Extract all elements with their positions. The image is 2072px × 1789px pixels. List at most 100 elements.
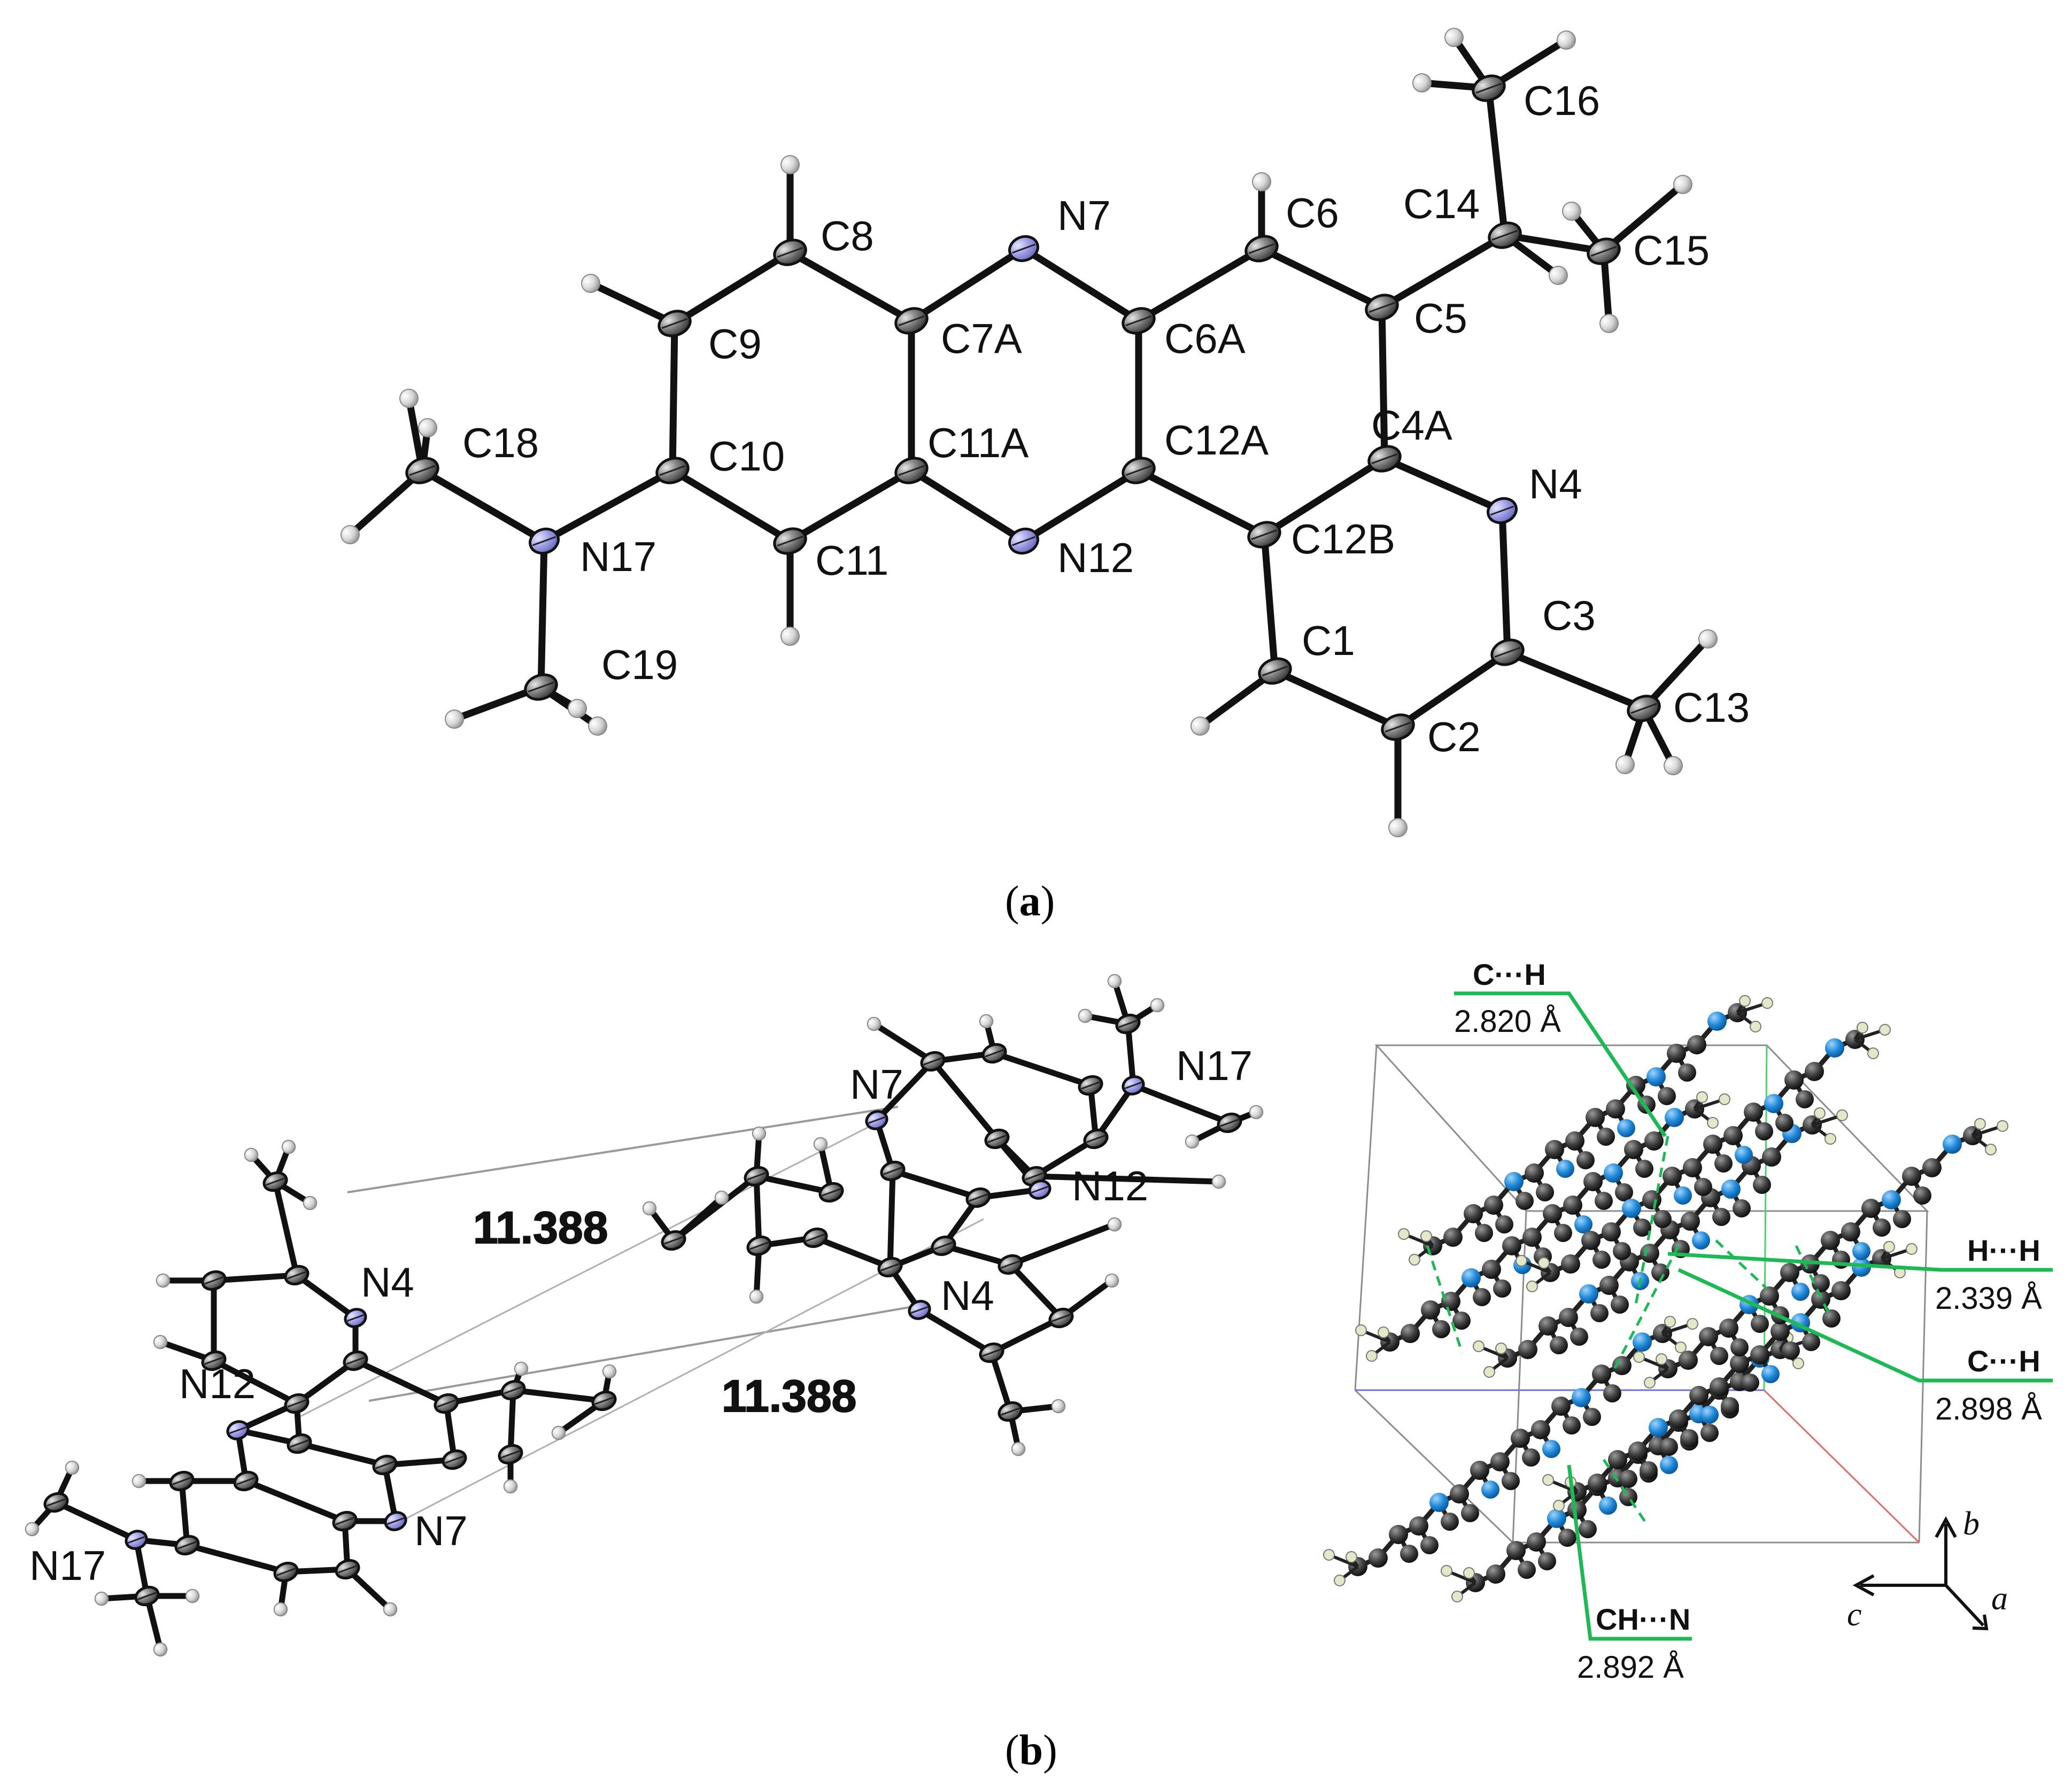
pack-0-atom-5 <box>1482 1260 1501 1279</box>
dimer-right-atom-c6-axis <box>806 1233 825 1242</box>
dimer-left-atom-c12b-axis <box>287 1399 306 1408</box>
pack-1-h-0-0 <box>1473 1340 1485 1352</box>
label-c19: C19 <box>601 641 678 688</box>
atom-n17-axis <box>532 536 556 546</box>
dimer-left-bond-c3-c13 <box>272 1178 300 1278</box>
bond-c15-h15a <box>1600 181 1687 255</box>
pack-6-atom-b7 <box>1721 1397 1739 1415</box>
contact-leaders <box>1454 991 2053 1641</box>
bond-c7a-c8 <box>786 249 915 325</box>
pack-2-h-0-1 <box>1420 1230 1432 1242</box>
dimer-left-atom-c18-axis <box>47 1498 66 1507</box>
dimer-right-bond-c11a-c7a <box>930 1058 1000 1142</box>
atom-c10-axis <box>659 465 686 476</box>
dimer-left-atom-n12-axis <box>229 1426 247 1435</box>
bond-c3-c13 <box>1504 649 1648 712</box>
pack-3-atom-b8 <box>1714 1154 1733 1173</box>
dimer-right-atom-c5-axis <box>749 1241 769 1250</box>
distance-lower: 11.388 <box>722 1371 856 1421</box>
pack-0-atom-b12 <box>1635 1160 1653 1178</box>
unit-cell-c-axis <box>1763 1389 1920 1544</box>
dimer-right-atom-n7-axis <box>868 1116 886 1124</box>
stack-line-a <box>299 1119 883 1418</box>
dimer-right-atom-h14 <box>714 1190 729 1205</box>
label-c14: C14 <box>1403 180 1480 227</box>
dimer-left-atom-h8 <box>383 1602 398 1617</box>
dimer-left-bond-c14-c16 <box>507 1387 516 1458</box>
dimer-left-atom-h5 <box>303 1196 318 1210</box>
pack-1-atom-b11 <box>1733 1199 1751 1217</box>
dimer-right-bond-c14-c16 <box>753 1173 834 1196</box>
pack-2-atom-b11 <box>1658 1087 1676 1105</box>
pack-1-atom-b9 <box>1692 1231 1710 1250</box>
atom-h19c <box>568 699 587 718</box>
dimer-right-atom-c2-axis <box>1052 1314 1071 1322</box>
dimer-right-atom-h10 <box>1104 1273 1119 1288</box>
dimer-right-bond-n4-c3 <box>916 1307 995 1356</box>
dimer-left-atom-h16 <box>503 1479 518 1494</box>
unit-cell-b-axis <box>1763 1045 1768 1391</box>
dimer-left-atom-h14 <box>602 1364 617 1379</box>
dimer-left-bond-c11-c10 <box>179 1478 190 1548</box>
pack-6-atom-2 <box>1608 1450 1627 1469</box>
atom-c1-axis <box>1262 665 1288 677</box>
pack-0-atom-b5 <box>1493 1279 1511 1298</box>
pack-6-atom-6 <box>1689 1386 1708 1405</box>
pack-4-atom-b11 <box>1583 1408 1601 1426</box>
contact-hh-value: 2.339 Å <box>1935 1281 2042 1316</box>
pack-5-h-0-2 <box>1451 1591 1463 1602</box>
pack-1-atom-11 <box>1721 1179 1741 1199</box>
dimer-left-atom-h17 <box>514 1361 529 1376</box>
pack-7-atom-b12 <box>1913 1186 1931 1205</box>
dimer-right-atom-h7 <box>1249 1105 1264 1120</box>
atom-h16a <box>1412 73 1432 92</box>
atom-h18c <box>418 418 437 437</box>
axis-c-label: c <box>1847 1597 1862 1633</box>
pack-3-atom-2 <box>1581 1231 1601 1250</box>
label-n12: N12 <box>1057 534 1134 581</box>
atom-h2 <box>1388 818 1408 837</box>
pack-3-atom-b5 <box>1653 1210 1672 1228</box>
pack-7-atom-14 <box>1943 1135 1962 1154</box>
atom-h11 <box>780 627 800 646</box>
dimer-right-atom-h5 <box>1150 998 1165 1013</box>
dimer-right-bond-n17-c19 <box>1130 1082 1233 1126</box>
label-n4: N4 <box>1529 460 1582 507</box>
pack-4-atom-b8 <box>1522 1448 1540 1467</box>
pack-0-atom-3 <box>1441 1292 1460 1311</box>
pack-1-atom-b5 <box>1611 1296 1629 1314</box>
dimer-right-atom-c18-axis <box>1118 1020 1138 1028</box>
pack-4-h-0-2 <box>1334 1575 1346 1586</box>
pack-0-h-0-1 <box>1378 1327 1389 1338</box>
pack-4-atom-2 <box>1389 1525 1408 1544</box>
pack-4-atom-7 <box>1490 1452 1510 1471</box>
pack-7-atom-b4 <box>1751 1315 1769 1333</box>
dimer-left-atom-c11-axis <box>172 1477 191 1485</box>
atom-c14-axis <box>1491 229 1518 241</box>
pack-3-atom-b6 <box>1674 1186 1692 1205</box>
pack-3-atom-b7 <box>1694 1178 1712 1196</box>
pack-3-atom-b9 <box>1735 1146 1753 1164</box>
bond-c14-c15 <box>1501 232 1607 255</box>
dimer-left-atom-c5-axis <box>437 1399 456 1408</box>
pack-3-atom-9 <box>1723 1126 1743 1145</box>
pack-7-h-0-1 <box>1656 1353 1667 1365</box>
pack-0-atom-14 <box>1665 1108 1684 1127</box>
pack-6-atom-8 <box>1730 1354 1749 1373</box>
dimer-right-bond-c3-c13 <box>988 1350 1014 1415</box>
pack-7-atom-b3 <box>1730 1338 1749 1356</box>
pack-2-atom-b7 <box>1576 1151 1595 1169</box>
pack-2-atom-12 <box>1667 1044 1686 1063</box>
label-n17: N17 <box>580 533 656 580</box>
pack-7-atom-8 <box>1821 1231 1840 1250</box>
pack-7-atom-1 <box>1679 1351 1698 1370</box>
dimer-right-bond-c1-h9 <box>1007 1221 1118 1268</box>
dimer-left-atom-h4 <box>281 1139 296 1154</box>
atom-h1 <box>1190 716 1210 736</box>
pack-4-atom-13 <box>1612 1356 1632 1375</box>
pack-3-atom-b2 <box>1592 1251 1611 1269</box>
contact-ch-1-value: 2.820 Å <box>1454 1004 1561 1039</box>
pack-6-atom-b12 <box>1822 1309 1841 1328</box>
pack-3-h-1-1 <box>1879 1024 1891 1036</box>
pack-6-atom-12 <box>1811 1290 1830 1309</box>
